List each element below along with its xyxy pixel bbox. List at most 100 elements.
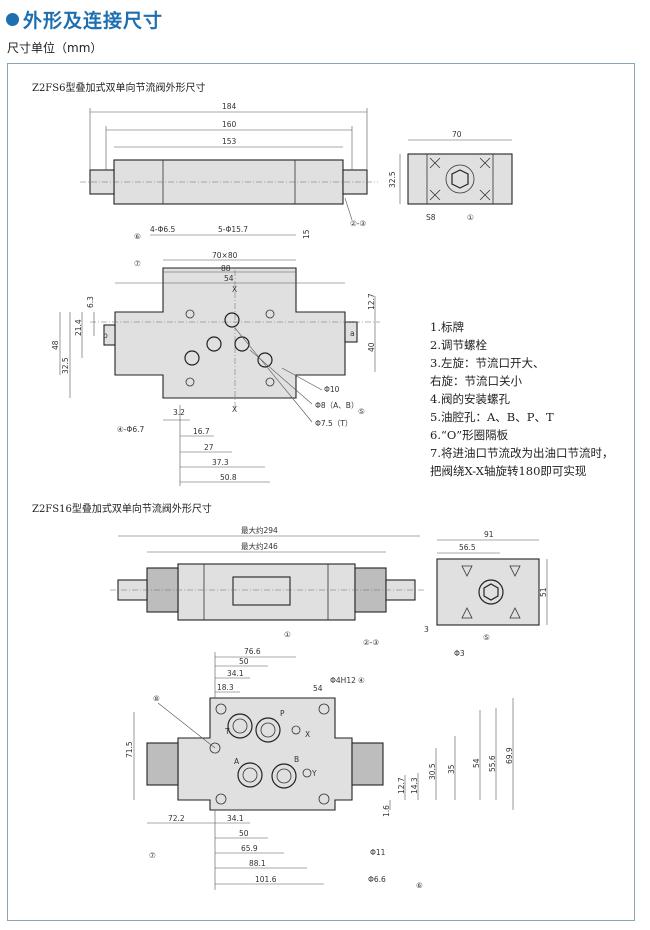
- svg-text:①: ①: [284, 630, 291, 639]
- note-item: 5.油腔孔：A、B、P、T: [430, 410, 554, 424]
- note-item: 6.“O”形圈隔板: [430, 428, 509, 442]
- svg-text:②-③: ②-③: [350, 219, 366, 228]
- svg-text:X: X: [305, 730, 310, 739]
- svg-text:50.8: 50.8: [220, 473, 237, 482]
- note-item: 1.标牌: [430, 320, 464, 334]
- note-item: 7.将进油口节流改为出油口节流时，: [430, 446, 614, 460]
- note-item: 4.阀的安装螺孔: [430, 392, 510, 406]
- svg-text:⑦: ⑦: [134, 259, 141, 268]
- svg-text:34.1: 34.1: [227, 669, 244, 678]
- svg-text:T: T: [224, 727, 230, 736]
- svg-text:54: 54: [313, 684, 323, 693]
- svg-text:12.7: 12.7: [367, 293, 376, 310]
- svg-text:Y: Y: [311, 769, 317, 778]
- z2fs6-front-view: 184 160 153 ②-③: [80, 102, 378, 228]
- svg-text:Φ10: Φ10: [324, 385, 340, 394]
- svg-text:88.1: 88.1: [249, 859, 266, 868]
- svg-text:P: P: [280, 709, 285, 718]
- svg-text:18.3: 18.3: [217, 683, 234, 692]
- svg-text:X: X: [232, 405, 237, 414]
- svg-text:6.3: 6.3: [86, 296, 95, 308]
- bullet-icon: [6, 13, 19, 26]
- note-item: 把阀绕X-X轴旋转180即可实现: [430, 464, 587, 478]
- z2fs6-side-view: 70 32.5 S8 ①: [388, 130, 513, 222]
- note-item: 2.调节螺栓: [430, 338, 487, 352]
- svg-text:16.7: 16.7: [193, 427, 210, 436]
- svg-text:14.3: 14.3: [410, 777, 419, 794]
- notes-list: 1.标牌 2.调节螺栓 3.左旋：节流口开大、 右旋：节流口关小 4.阀的安装螺…: [430, 318, 613, 480]
- svg-text:153: 153: [222, 137, 237, 146]
- svg-text:a: a: [350, 329, 355, 338]
- svg-text:15: 15: [302, 229, 311, 239]
- z2fs16-top-view: T P X A B Y 76.6 50 34.1 18.3 54 Φ4H12 ④…: [125, 647, 514, 890]
- z2fs6-top-view: X X b a 4-Φ6.5 5-Φ15.7 15 ⑥ 70×80 88 54 …: [51, 225, 380, 486]
- svg-text:Φ3: Φ3: [454, 649, 465, 658]
- svg-text:⑥: ⑥: [416, 881, 423, 890]
- svg-text:56.5: 56.5: [459, 543, 476, 552]
- svg-text:71.5: 71.5: [125, 741, 134, 758]
- svg-text:最大约294: 最大约294: [241, 525, 278, 535]
- svg-text:37.3: 37.3: [212, 458, 229, 467]
- note-item: 3.左旋：节流口开大、: [430, 356, 545, 370]
- svg-text:②-③: ②-③: [363, 638, 379, 647]
- svg-text:54: 54: [224, 274, 234, 283]
- svg-text:70: 70: [452, 130, 462, 139]
- svg-text:A: A: [234, 757, 240, 766]
- svg-text:Φ11: Φ11: [370, 848, 386, 857]
- svg-text:3: 3: [424, 625, 429, 634]
- note-item: 右旋：节流口关小: [430, 374, 522, 388]
- svg-text:65.9: 65.9: [241, 844, 258, 853]
- svg-text:Φ7.5（T）: Φ7.5（T）: [315, 419, 352, 428]
- svg-text:76.6: 76.6: [244, 647, 261, 656]
- svg-text:50: 50: [239, 829, 249, 838]
- svg-text:48: 48: [51, 340, 60, 350]
- svg-text:⑧: ⑧: [153, 694, 160, 703]
- svg-text:30.5: 30.5: [428, 763, 437, 780]
- svg-text:④: ④: [358, 676, 365, 685]
- section2-title: Z2FS16型叠加式双单向节流阀外形尺寸: [32, 502, 212, 515]
- svg-text:X: X: [232, 285, 237, 294]
- svg-text:Φ6.6: Φ6.6: [368, 875, 386, 884]
- z2fs16-front-view: 最大约294 最大约246 ① ②-③: [110, 525, 425, 647]
- section1-title: Z2FS6型叠加式双单向节流阀外形尺寸: [32, 81, 205, 94]
- svg-text:Φ8（A、B）: Φ8（A、B）: [315, 401, 358, 410]
- svg-text:32.5: 32.5: [61, 357, 70, 374]
- svg-text:70×80: 70×80: [212, 251, 238, 260]
- svg-text:⑤: ⑤: [483, 633, 490, 642]
- svg-text:B: B: [294, 755, 299, 764]
- svg-text:5-Φ15.7: 5-Φ15.7: [218, 225, 248, 234]
- page-title: 外形及连接尺寸: [23, 10, 164, 32]
- drawing-frame: [7, 63, 635, 921]
- svg-text:12.7: 12.7: [397, 777, 406, 794]
- svg-text:88: 88: [221, 264, 231, 273]
- svg-text:54: 54: [472, 758, 481, 768]
- svg-text:160: 160: [222, 120, 237, 129]
- svg-text:69.9: 69.9: [505, 747, 514, 764]
- svg-text:91: 91: [484, 530, 494, 539]
- svg-text:⑦: ⑦: [149, 851, 156, 860]
- svg-text:32.5: 32.5: [388, 171, 397, 188]
- svg-text:⑥: ⑥: [134, 232, 141, 241]
- svg-text:Φ4H12: Φ4H12: [330, 676, 356, 685]
- svg-text:最大约246: 最大约246: [241, 541, 278, 551]
- svg-text:27: 27: [204, 443, 214, 452]
- svg-text:1.6: 1.6: [382, 805, 391, 817]
- svg-text:55.6: 55.6: [488, 755, 497, 772]
- svg-text:⑤: ⑤: [358, 407, 365, 416]
- svg-text:72.2: 72.2: [168, 814, 185, 823]
- z2fs16-side-view: 91 56.5 51 3 Φ3 ⑤: [424, 530, 548, 658]
- svg-text:4-Φ6.5: 4-Φ6.5: [150, 225, 176, 234]
- svg-text:40: 40: [367, 342, 376, 352]
- svg-text:b: b: [103, 331, 108, 340]
- svg-text:S8: S8: [426, 213, 436, 222]
- svg-text:34.1: 34.1: [227, 814, 244, 823]
- svg-text:184: 184: [222, 102, 237, 111]
- svg-text:35: 35: [447, 764, 456, 774]
- svg-text:①: ①: [467, 213, 474, 222]
- svg-text:50: 50: [239, 657, 249, 666]
- svg-text:④-Φ6.7: ④-Φ6.7: [117, 425, 144, 434]
- svg-text:3.2: 3.2: [173, 408, 185, 417]
- svg-text:101.6: 101.6: [255, 875, 277, 884]
- unit-label: 尺寸单位（mm）: [7, 41, 103, 55]
